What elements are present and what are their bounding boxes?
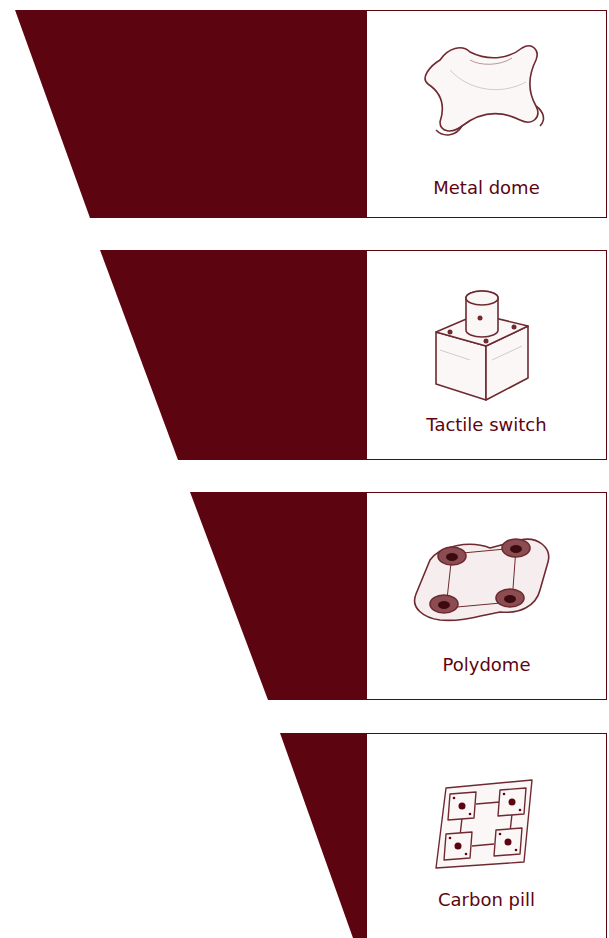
component-label: Polydome xyxy=(367,654,606,675)
metal-dome-sketch xyxy=(425,46,543,135)
tactile-switch-sketch xyxy=(436,291,528,400)
component-box: Carbon pill xyxy=(366,733,607,938)
component-box: Metal dome xyxy=(366,10,607,218)
component-box: Tactile switch xyxy=(366,250,607,460)
component-label: Carbon pill xyxy=(367,889,606,910)
polydome-sketch xyxy=(415,539,549,620)
component-label: Metal dome xyxy=(367,177,606,198)
component-box: Polydome xyxy=(366,492,607,700)
carbon-pill-sketch xyxy=(436,780,532,868)
component-label: Tactile switch xyxy=(367,414,606,435)
funnel-bands xyxy=(15,10,366,938)
